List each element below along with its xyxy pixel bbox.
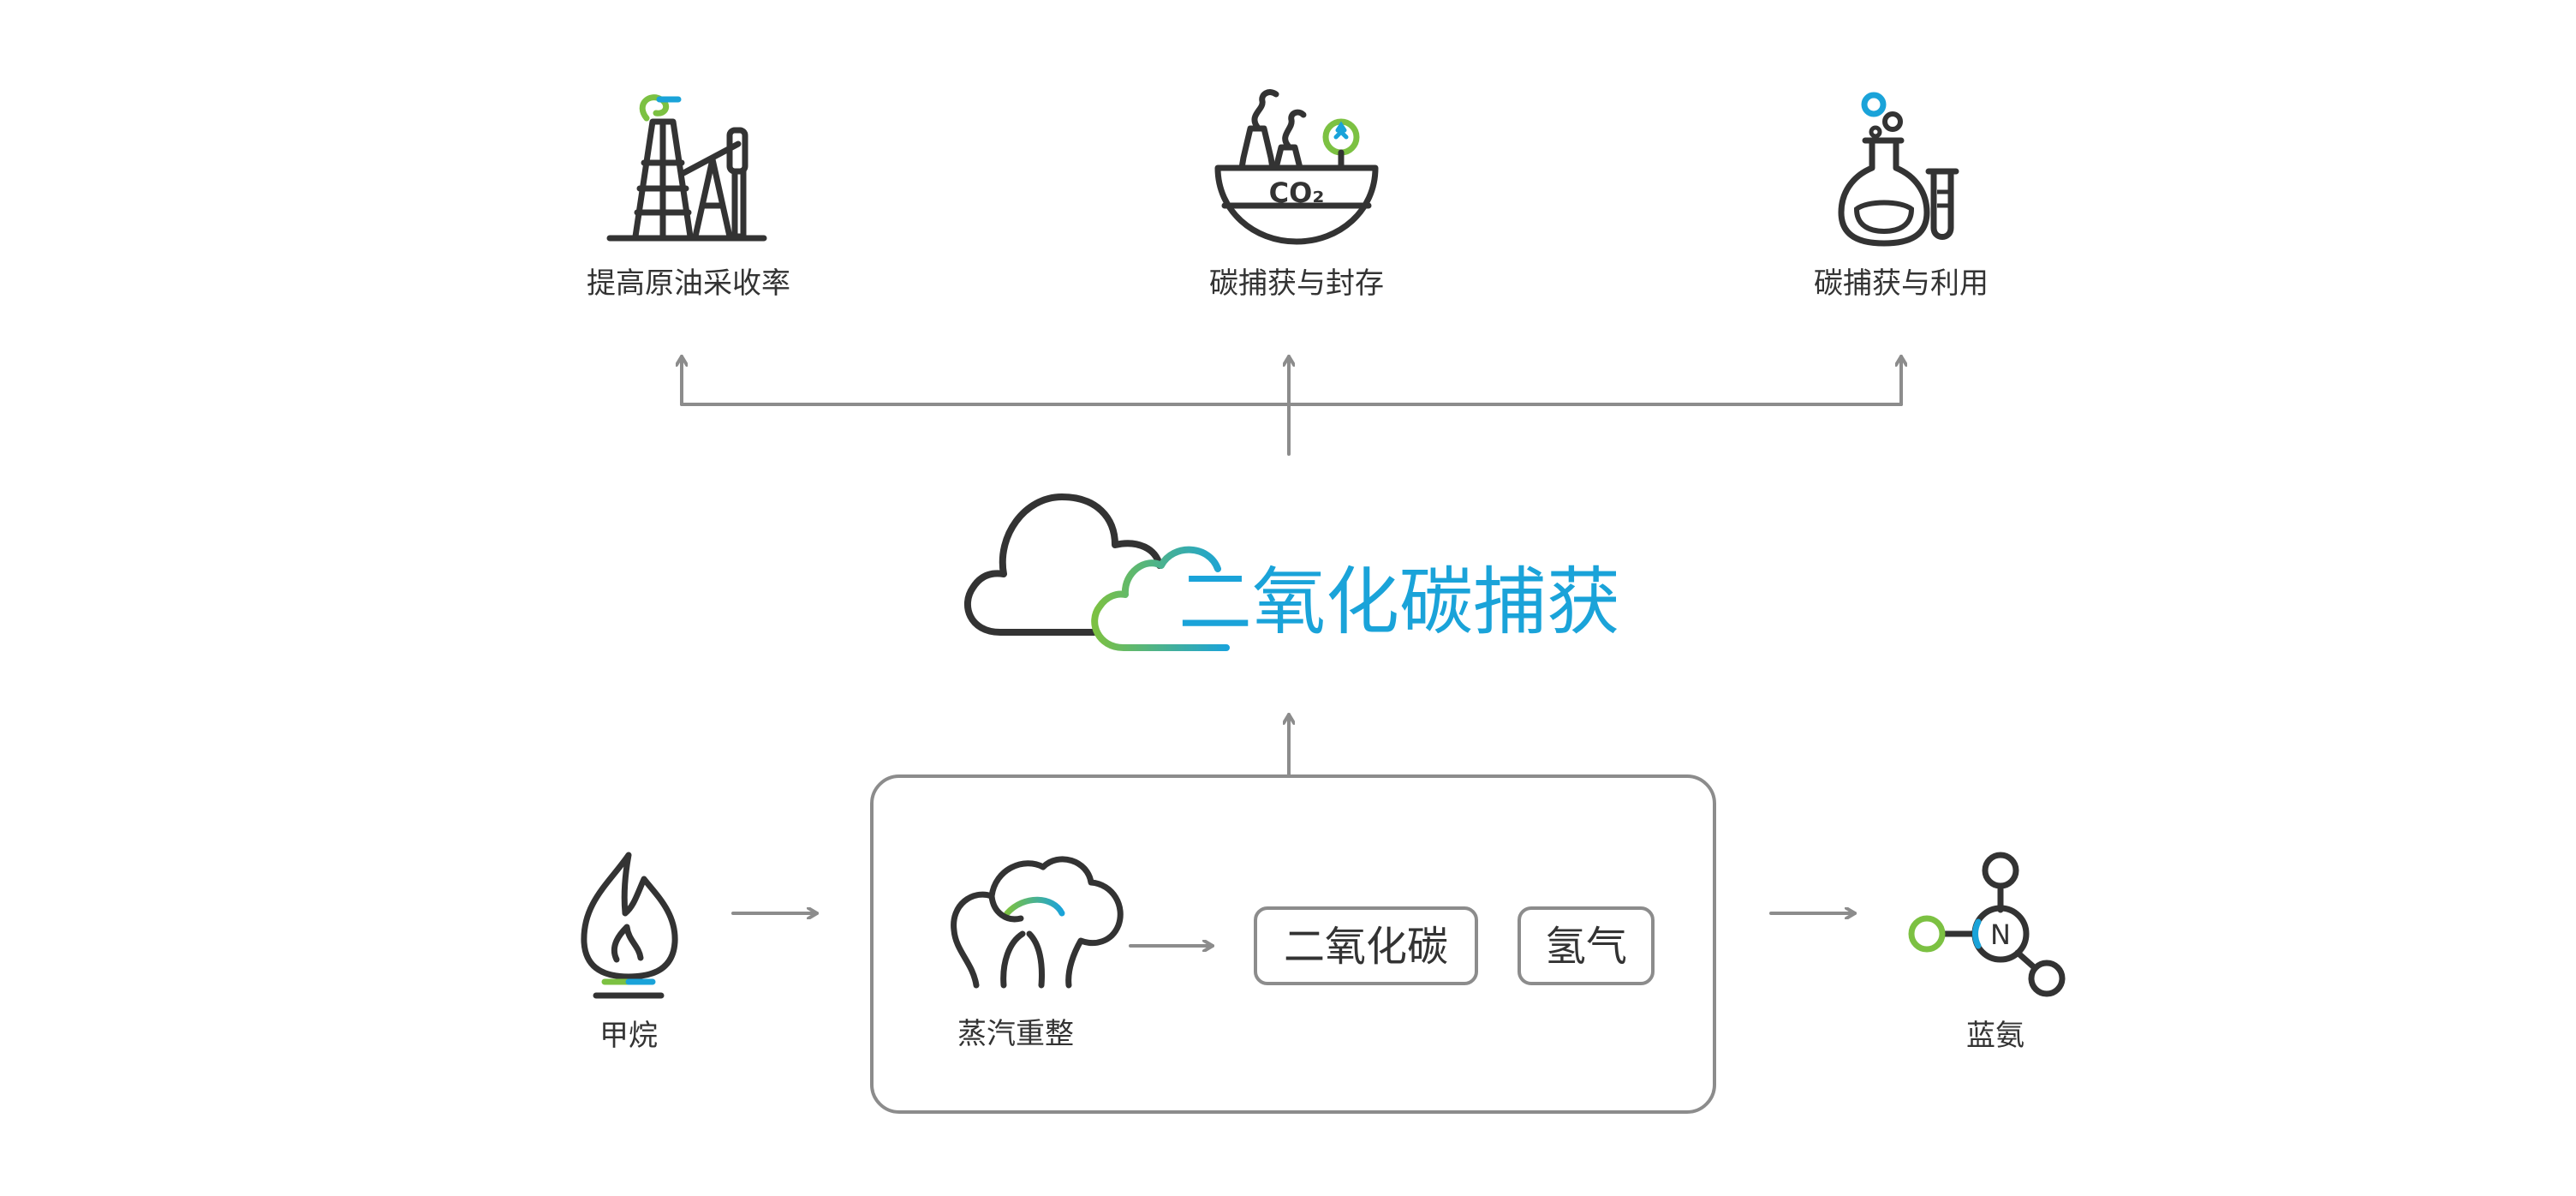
application-label-carbon-storage: 碳捕获与封存 bbox=[1209, 266, 1384, 301]
application-oil-recovery: 提高原油采收率 bbox=[587, 94, 790, 301]
methane-label: 甲烷 bbox=[599, 1019, 658, 1053]
oil-pump-icon bbox=[606, 94, 767, 242]
application-carbon-storage: CO₂ 碳捕获与封存 bbox=[1209, 89, 1384, 301]
product-hydrogen-label: 氢气 bbox=[1545, 923, 1627, 971]
process-container bbox=[870, 774, 1716, 1114]
distribution-connector bbox=[682, 355, 1901, 456]
product-co2-label: 二氧化碳 bbox=[1284, 923, 1448, 971]
process-output-blue-ammonia: N 蓝氨 bbox=[1908, 852, 2066, 1053]
product-hydrogen: 氢气 bbox=[1518, 906, 1655, 985]
flame-icon bbox=[581, 852, 678, 999]
flask-icon bbox=[1838, 92, 1959, 247]
co2-badge: CO₂ bbox=[1269, 176, 1325, 209]
steam-cloud-icon bbox=[951, 856, 1124, 989]
molecule-icon: N bbox=[1908, 852, 2066, 997]
co2-capture-headline: 二氧化碳捕获 bbox=[963, 493, 1620, 651]
headline-text: 二氧化碳捕获 bbox=[1178, 559, 1620, 645]
application-label-carbon-utilization: 碳捕获与利用 bbox=[1814, 266, 1989, 301]
steam-reforming-label: 蒸汽重整 bbox=[957, 1017, 1074, 1051]
application-label-oil-recovery: 提高原油采收率 bbox=[587, 266, 790, 301]
cloud-icon bbox=[963, 493, 1230, 651]
process-step-steam-reforming: 蒸汽重整 bbox=[951, 856, 1124, 1051]
co2-storage-icon: CO₂ bbox=[1214, 89, 1379, 245]
nitrogen-atom-label: N bbox=[1990, 918, 2011, 951]
product-co2: 二氧化碳 bbox=[1254, 906, 1478, 985]
blue-ammonia-label: 蓝氨 bbox=[1966, 1019, 2024, 1053]
application-carbon-utilization: 碳捕获与利用 bbox=[1814, 92, 1989, 301]
process-input-methane: 甲烷 bbox=[581, 852, 678, 1053]
